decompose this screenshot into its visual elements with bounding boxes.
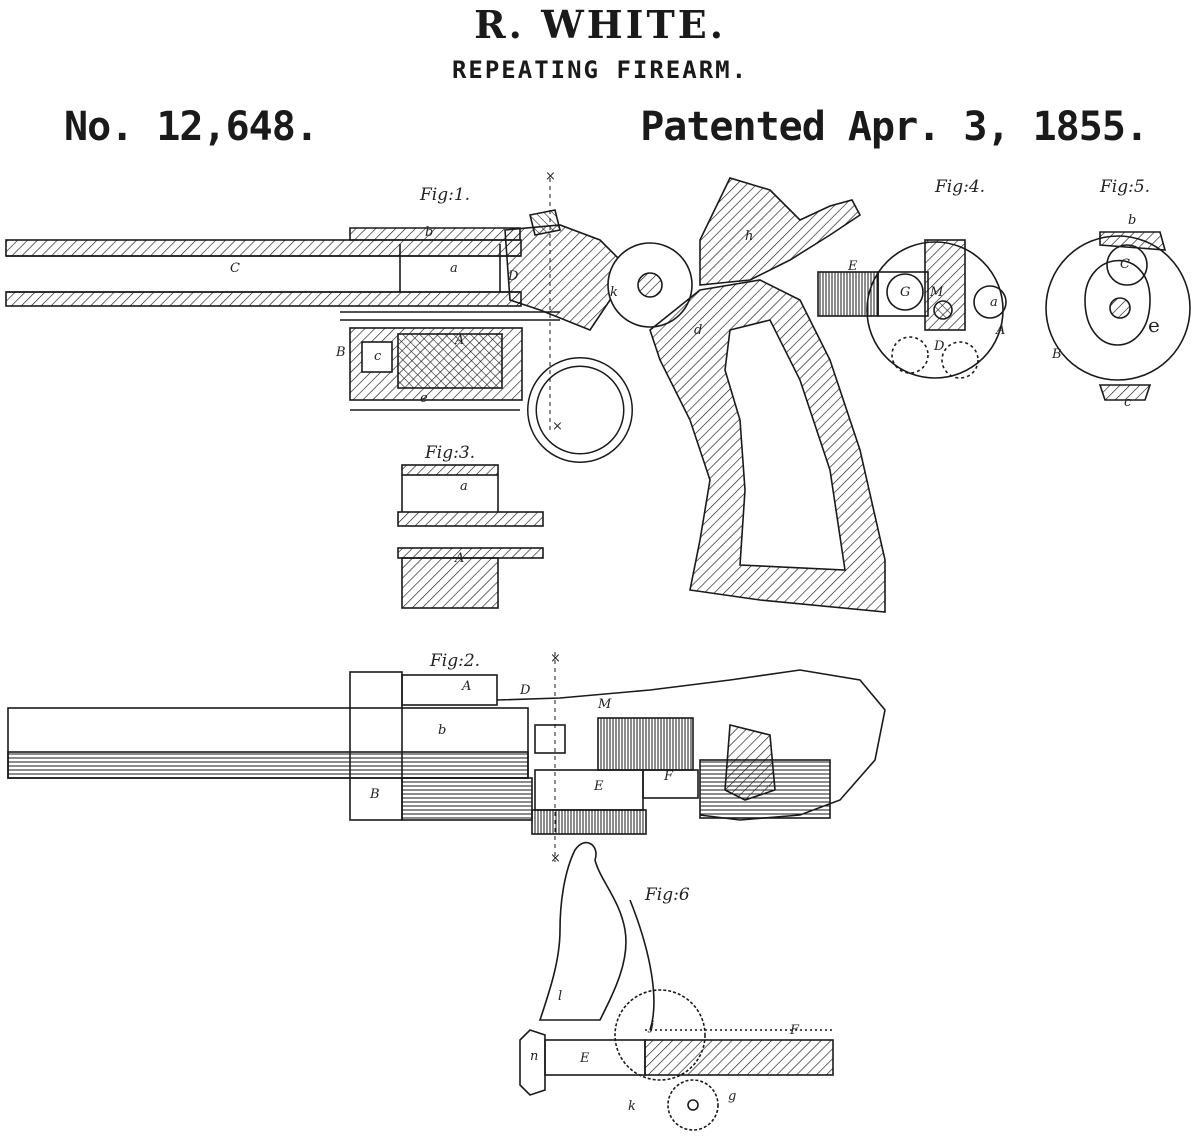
fig2-ref-x-bottom: × [550,851,561,866]
patent-number: No. 12,648. [64,104,319,150]
fig1-ref-x-top: × [545,169,556,184]
invention-title: REPEATING FIREARM. [451,56,749,84]
fig6-ref-j: j [647,1019,654,1034]
fig5-cylinder-face: Fig:5. b C e B c [1045,177,1191,410]
fig2-label: Fig:2. [429,651,480,671]
fig4-ref-E: E [847,259,858,274]
fig4-cylinder-end: Fig:4. E G M a A D [817,177,1007,379]
fig1-ref-D: D [507,269,519,284]
fig5-ref-B: B [1051,347,1062,362]
fig1-ref-c: c [374,349,382,364]
fig6-label: Fig:6 [644,885,690,905]
fig5-label: Fig:5. [1099,177,1150,197]
fig1-ref-d: d [694,323,702,338]
fig2-ref-M: M [597,697,612,712]
fig4-label: Fig:4. [934,177,985,197]
fig1-ref-b: b [425,225,433,240]
fig2-ref-b: b [438,723,446,738]
fig5-ref-b: b [1128,213,1136,228]
inventor-name: R. WHITE. [474,2,726,47]
fig2-ref-B: B [369,787,380,802]
fig3-label: Fig:3. [424,443,475,463]
fig3-ref-a: a [460,479,468,494]
fig1-ref-B: B [335,345,346,360]
fig4-ref-A: A [995,323,1005,338]
fig2-ref-A: A [461,679,471,694]
fig5-ref-e: e [1148,313,1160,337]
fig3-detail: Fig:3. a A [397,443,544,609]
fig1-label: Fig:1. [419,185,470,205]
fig2-ref-F: F [663,769,674,784]
fig5-ref-C: C [1120,257,1130,272]
fig1-ref-h: h [745,229,753,244]
fig1-ref-k: k [610,285,618,300]
fig3-ref-A: A [454,551,464,566]
fig4-ref-D: D [933,339,945,354]
fig4-ref-a: a [990,295,998,310]
fig1-ref-e: e [420,391,428,406]
fig6-ref-g: g [728,1089,736,1104]
fig1-ref-x-bottom: × [552,419,563,434]
fig6-ref-F: F [789,1023,800,1038]
fig2-ref-E: E [593,779,604,794]
fig6-ref-n: n [530,1049,538,1064]
fig2-top-view: Fig:2. × × A b D M E F [7,651,886,866]
fig1-ref-a: a [450,261,458,276]
fig2-ref-D: D [519,683,531,698]
fig6-lever-mechanism: Fig:6 l E F j k g n [519,841,834,1131]
fig5-ref-c: c [1124,395,1132,410]
fig1-revolver-section: Fig:1. [5,169,886,613]
fig6-ref-l: l [558,989,562,1004]
fig4-ref-G: G [900,285,910,300]
fig6-ref-E: E [579,1051,590,1066]
fig2-ref-x-top: × [550,651,561,666]
fig1-ref-C: C [230,261,240,276]
patent-date: Patented Apr. 3, 1855. [640,104,1149,150]
fig4-ref-M: M [929,285,944,300]
fig6-ref-k: k [628,1099,636,1114]
fig1-ref-A: A [454,333,464,348]
